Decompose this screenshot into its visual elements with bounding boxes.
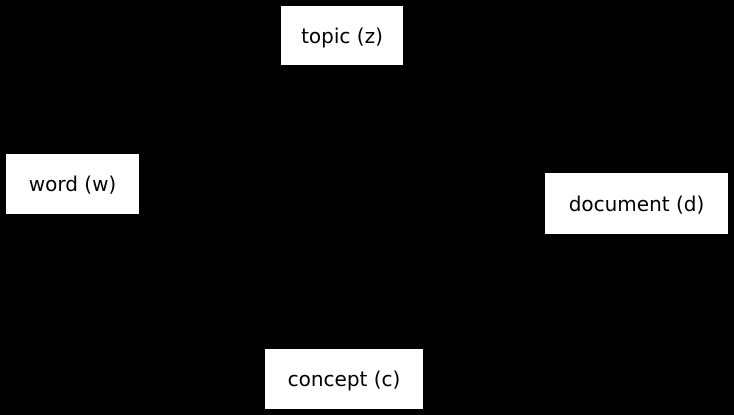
node-topic-label: topic (z): [301, 23, 383, 48]
node-document: document (d): [545, 173, 728, 234]
node-concept: concept (c): [265, 349, 423, 409]
node-word-label: word (w): [28, 172, 117, 196]
node-concept-label: concept (c): [287, 367, 401, 391]
node-topic: topic (z): [281, 6, 403, 65]
node-document-label: document (d): [568, 191, 705, 216]
node-word: word (w): [6, 154, 139, 214]
